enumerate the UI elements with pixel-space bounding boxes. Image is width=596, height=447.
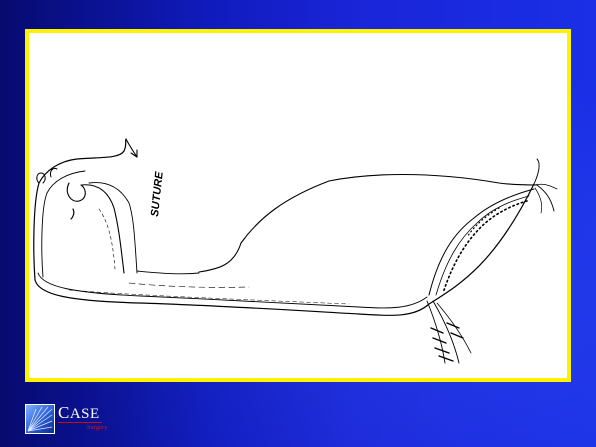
surgical-illustration: SUTURE <box>29 33 567 378</box>
right-tail-4 <box>535 188 542 213</box>
mid-line-2 <box>129 283 249 287</box>
case-logo: CASE Surgery <box>25 398 145 438</box>
logo-underline <box>58 422 102 423</box>
lower-vessel-2 <box>433 301 459 363</box>
left-tube-inner <box>42 171 85 277</box>
right-tail-1 <box>534 159 539 184</box>
pouch-lining-2 <box>467 208 499 237</box>
suture-label: SUTURE <box>149 170 166 217</box>
logo-initial: C <box>58 403 70 422</box>
lower-wall-inner <box>38 273 427 308</box>
inner-loop-2 <box>89 183 137 273</box>
pouch-wall-outer <box>429 189 534 295</box>
mid-line-1 <box>137 271 199 274</box>
lower-wall-outer <box>35 184 534 315</box>
pouch-lining <box>443 201 527 293</box>
figure-frame: SUTURE <box>25 29 571 382</box>
inner-loop-3 <box>71 209 74 219</box>
right-tail-2 <box>537 185 554 211</box>
left-tube-outer <box>34 139 126 280</box>
inner-loop-4 <box>99 209 115 269</box>
logo-rest: ASE <box>70 406 100 422</box>
suture-arrow-line <box>126 139 137 157</box>
pouch-wall-inner <box>436 196 529 295</box>
starburst-logo-icon <box>25 404 55 434</box>
logo-subtitle: Surgery <box>87 424 107 431</box>
logo-wordmark: CASE <box>58 403 100 423</box>
inner-loop <box>67 183 124 273</box>
suture-arrow-head <box>131 150 137 157</box>
